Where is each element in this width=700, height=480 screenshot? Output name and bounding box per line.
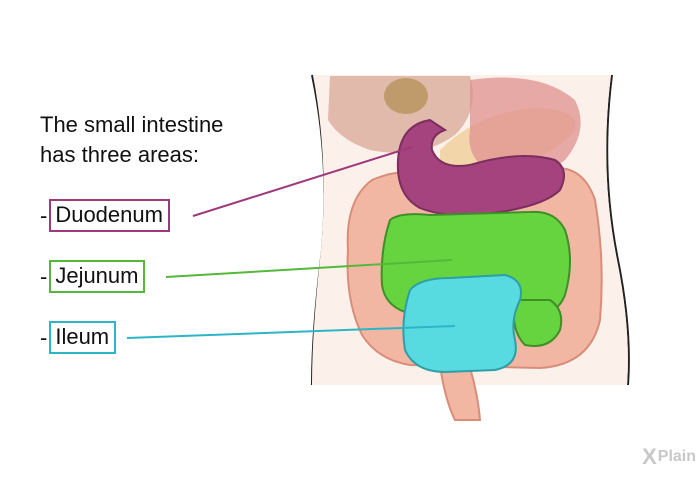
ileum-dash: - [40,325,47,351]
jejunum-label: Jejunum [49,260,145,293]
xplain-logo-icon: X [642,444,657,470]
xplain-logo-text: Plain [658,448,696,466]
duodenum-label-row: - Duodenum [40,199,170,232]
ileum-label: Ileum [49,321,116,354]
jejunum-label-row: - Jejunum [40,260,145,293]
intro-line-2: has three areas: [40,140,223,170]
duodenum-dash: - [40,203,47,229]
gallbladder [384,78,428,114]
jejunum-dash: - [40,264,47,290]
duodenum-label: Duodenum [49,199,170,232]
ileum-label-row: - Ileum [40,321,116,354]
intro-line-1: The small intestine [40,110,223,140]
ileum [403,275,521,372]
intro-text: The small intestine has three areas: [40,110,223,170]
xplain-logo: X Plain [642,444,696,470]
